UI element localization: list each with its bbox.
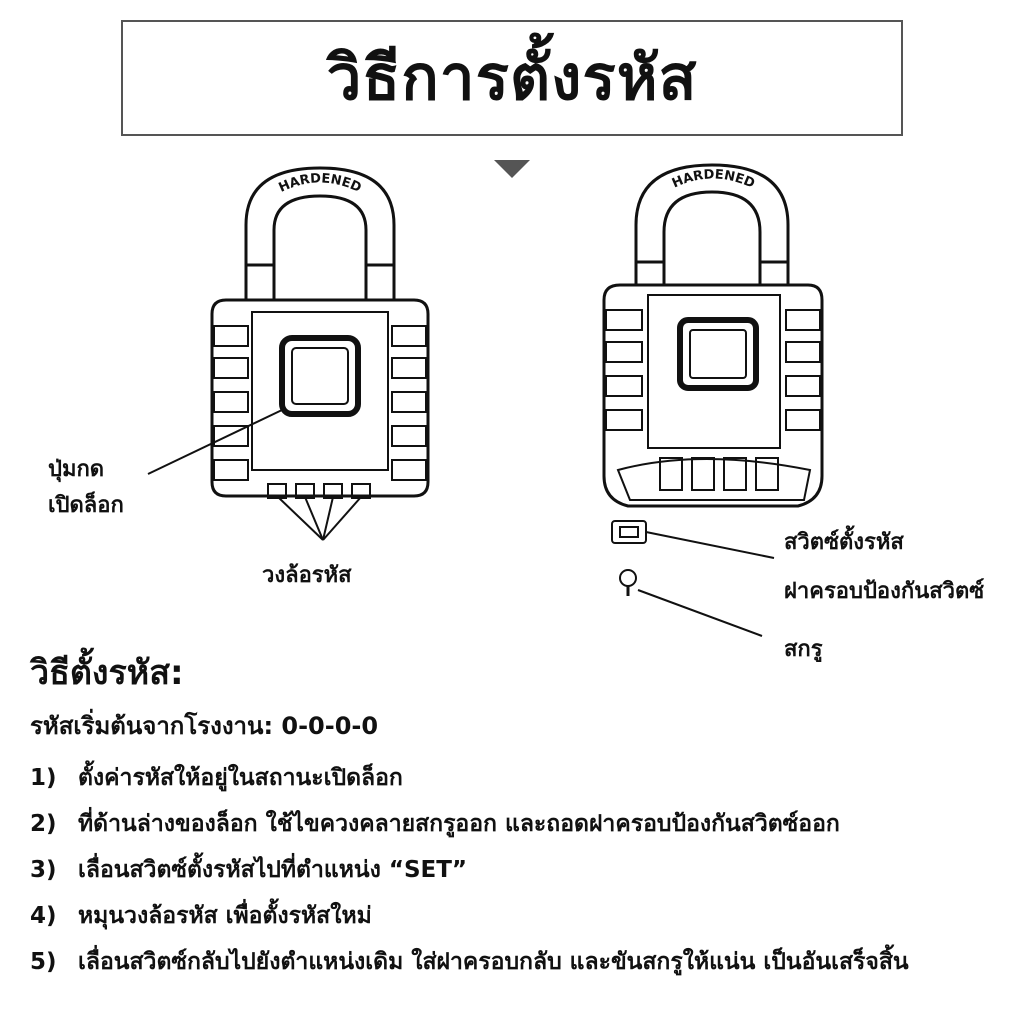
label-dials: วงล้อรหัส (262, 563, 352, 588)
label-cover: ฝาครอบป้องกันสวิตซ์ (784, 579, 985, 604)
step-1: 1) ตั้งค่ารหัสให้อยู่ในสถานะเปิดล็อก (30, 758, 909, 804)
step-text: หมุนวงล้อรหัส เพื่อตั้งรหัสใหม่ (78, 903, 372, 929)
shackle-left (244, 166, 396, 300)
shackle-text-left: HARDENED (277, 171, 364, 196)
lock-body-bottom (602, 283, 824, 508)
set-switch-part (611, 520, 647, 544)
open-button-front (279, 335, 361, 417)
step-text: ที่ด้านล่างของล็อก ใช้ไขควงคลายสกรูออก แ… (78, 811, 840, 837)
step-number: 4) (30, 903, 57, 929)
step-text: เลื่อนสวิตซ์กลับไปยังตำแหน่งเดิม ใส่ฝาคร… (78, 949, 909, 975)
step-5: 5) เลื่อนสวิตซ์กลับไปยังตำแหน่งเดิม ใส่ฝา… (30, 942, 909, 988)
step-list: 1) ตั้งค่ารหัสให้อยู่ในสถานะเปิดล็อก 2) ที… (30, 758, 909, 988)
label-open-button-line2: เปิดล็อก (48, 493, 124, 518)
screw-part (619, 569, 637, 587)
page-title: วิธีการตั้งรหัส (326, 41, 698, 114)
title-box: วิธีการตั้งรหัส (121, 20, 903, 136)
label-screw: สกรู (784, 637, 823, 662)
step-2: 2) ที่ด้านล่างของล็อก ใช้ไขควงคลายสกรูออก… (30, 804, 909, 850)
step-number: 3) (30, 857, 57, 883)
down-pointer-icon (494, 160, 530, 178)
step-number: 2) (30, 811, 57, 837)
step-text: เลื่อนสวิตซ์ตั้งรหัสไปที่ตำแหน่ง “SET” (78, 857, 468, 883)
shackle-text-right: HARDENED (670, 167, 757, 191)
lock-body-front (210, 298, 430, 498)
shackle-right (634, 163, 790, 285)
open-button-bottom (677, 317, 759, 391)
label-switch: สวิตซ์ตั้งรหัส (784, 530, 904, 555)
padlock-diagram: HARDENED (147, 163, 824, 637)
padlock-front-view: HARDENED (147, 166, 430, 541)
default-code: รหัสเริ่มต้นจากโรงงาน: 0-0-0-0 (30, 712, 379, 740)
padlock-bottom-view: HARDENED (602, 163, 824, 637)
instructions-heading: วิธีตั้งรหัส: (30, 653, 184, 693)
label-open-button: ปุ่มกด เปิดล็อก (48, 452, 124, 524)
step-number: 1) (30, 765, 57, 791)
step-4: 4) หมุนวงล้อรหัส เพื่อตั้งรหัสใหม่ (30, 896, 909, 942)
step-3: 3) เลื่อนสวิตซ์ตั้งรหัสไปที่ตำแหน่ง “SET” (30, 850, 909, 896)
step-number: 5) (30, 949, 57, 975)
step-text: ตั้งค่ารหัสให้อยู่ในสถานะเปิดล็อก (78, 765, 403, 791)
label-open-button-line1: ปุ่มกด (48, 457, 105, 482)
